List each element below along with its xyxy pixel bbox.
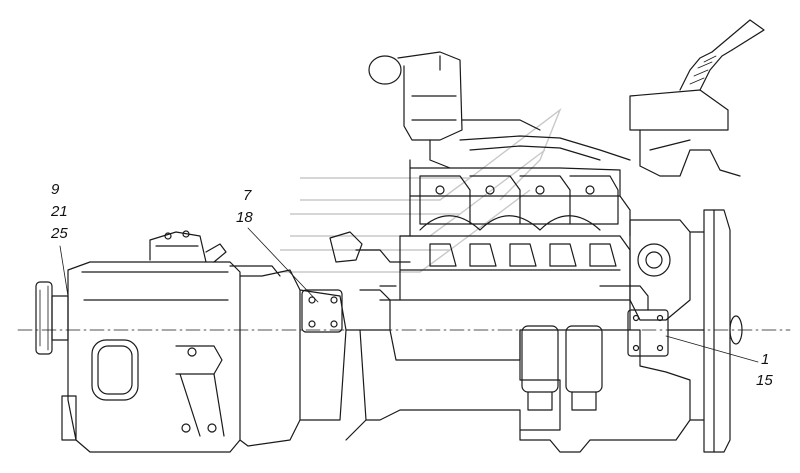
leader-1-15 [665, 335, 759, 363]
engine-block [359, 159, 691, 453]
fan-pulley [627, 209, 743, 453]
intake-pipes [329, 135, 631, 331]
output-flange [35, 281, 69, 355]
callout-9: 9 [51, 181, 60, 198]
callout-18: 18 [236, 209, 253, 226]
gearbox-housing [61, 230, 281, 453]
callout-15: 15 [756, 372, 773, 389]
callout-21: 21 [51, 203, 68, 220]
expansion-tank [368, 51, 541, 169]
leader-7-18 [247, 227, 319, 303]
clutch-housing [239, 269, 367, 447]
callout-25: 25 [51, 225, 68, 242]
callout-1: 1 [761, 351, 770, 368]
gear-shift-lever [629, 19, 765, 177]
leader-9-21-25 [59, 245, 69, 297]
leader-lines [59, 227, 759, 363]
callout-7: 7 [243, 187, 252, 204]
